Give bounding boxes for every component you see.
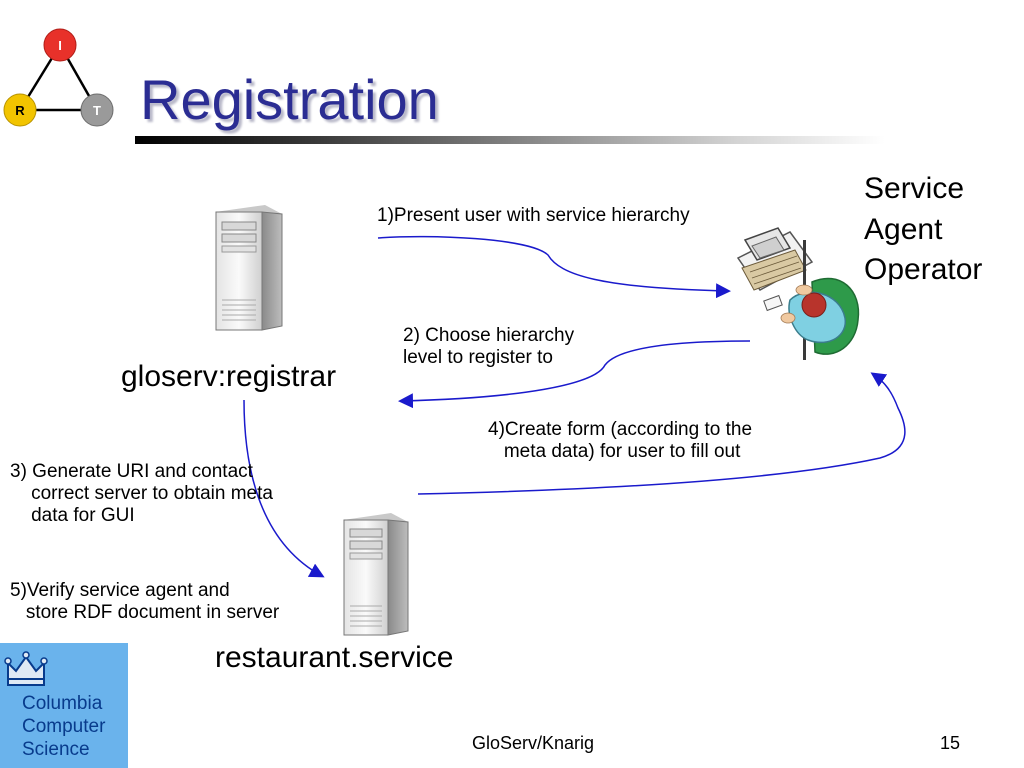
columbia-badge: Columbia Computer Science bbox=[0, 643, 128, 768]
step1-label: 1)Present user with service hierarchy bbox=[377, 205, 690, 226]
arrow-step3 bbox=[243, 399, 325, 578]
logo-node-t: T bbox=[93, 103, 101, 118]
logo-node-r: R bbox=[15, 103, 25, 118]
arrow-step2 bbox=[398, 340, 751, 409]
step3-label: 3) Generate URI and contact correct serv… bbox=[10, 461, 273, 526]
slide-title: Registration bbox=[140, 68, 439, 131]
registrar-label: gloserv:registrar bbox=[121, 360, 337, 393]
service-label: restaurant.service bbox=[215, 641, 454, 674]
step4-label: 4)Create form (according to the meta dat… bbox=[488, 419, 753, 462]
operator-person-icon bbox=[736, 227, 860, 360]
irt-logo: I R T bbox=[3, 28, 114, 127]
title-underline bbox=[135, 136, 885, 144]
service-server-icon bbox=[343, 513, 409, 636]
arrow-step4 bbox=[417, 372, 906, 495]
page-number: 15 bbox=[940, 733, 961, 753]
step2-label: 2) Choose hierarchy level to register to bbox=[403, 325, 575, 368]
footer-title: GloServ/Knarig bbox=[472, 733, 595, 753]
columbia-text: Columbia Computer Science bbox=[22, 693, 106, 760]
arrow-step1 bbox=[377, 235, 731, 299]
step5-label: 5)Verify service agent and store RDF doc… bbox=[10, 580, 280, 623]
operator-label: Service Agent Operator bbox=[864, 172, 983, 286]
logo-node-i: I bbox=[58, 38, 62, 53]
registrar-server-icon bbox=[215, 205, 283, 331]
crown-icon bbox=[4, 651, 48, 686]
